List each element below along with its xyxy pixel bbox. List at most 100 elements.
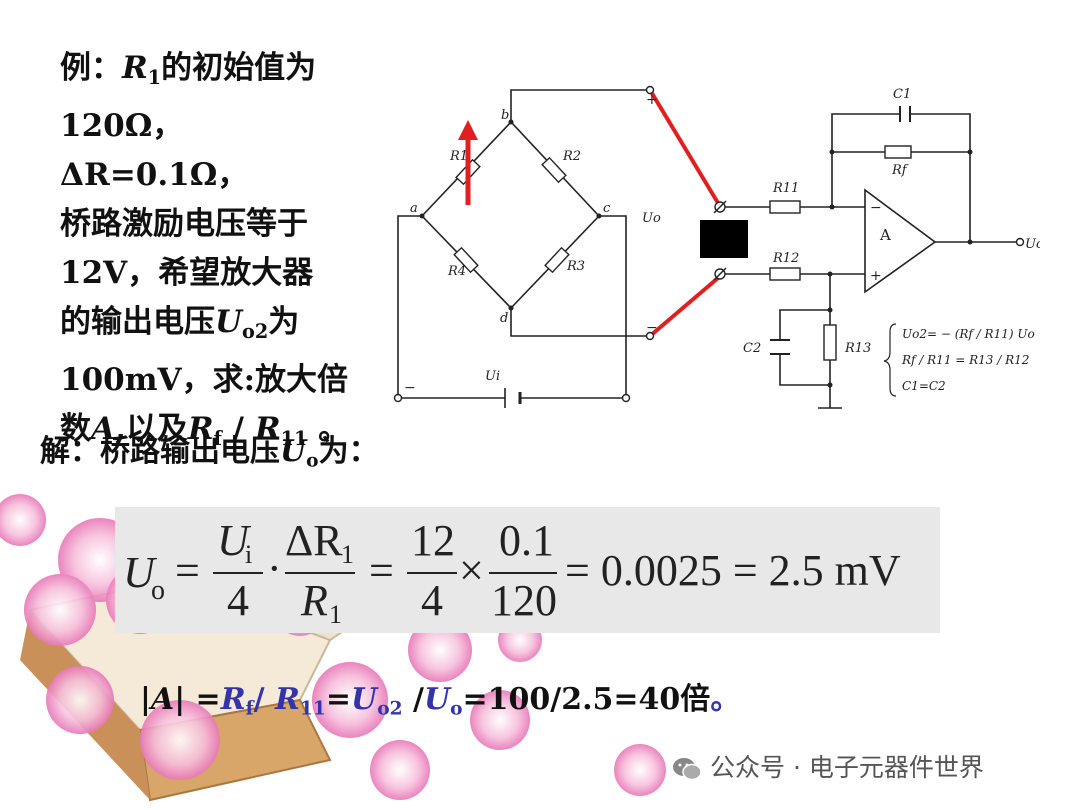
r2-resistor: [541, 156, 567, 184]
bridge-resistors: [453, 145, 912, 361]
gain-rf-sub: f: [245, 698, 254, 720]
uo-subscript: o: [306, 450, 319, 472]
formula-12: 12: [411, 516, 455, 565]
capacitors: [770, 106, 911, 355]
gain-r11-sub: 11: [299, 698, 326, 720]
uo-label: Uo: [642, 211, 661, 226]
r11-label: R11: [772, 181, 799, 196]
formula-ui-sub: i: [245, 540, 252, 569]
formula-lhs: U: [123, 548, 158, 597]
node-c-label: c: [603, 201, 611, 216]
r1-symbol: R: [122, 50, 148, 86]
amp-label: A: [879, 226, 891, 244]
a-symbol: A: [91, 410, 116, 447]
formula-lhs-sub: o: [151, 575, 165, 606]
r4-resistor: [453, 246, 479, 274]
battery-minus: −: [404, 380, 416, 396]
problem-line5-suffix: 为: [268, 303, 300, 340]
problem-line3: 桥路激励电压等于: [60, 205, 308, 242]
problem-line4: 12V，希望放大器: [60, 254, 314, 291]
formula-result: = 0.0025 = 2.5 mV: [565, 546, 901, 595]
equation-2: Rf / R11 = R13 / R12: [901, 353, 1029, 367]
problem-line5: 的输出电压: [60, 303, 215, 340]
equation-1: Uo2= − (Rf / R11) Uo: [902, 327, 1035, 341]
plus-sign: +: [646, 92, 658, 108]
uo2-symbol: U: [215, 303, 243, 340]
r11-resistor: [769, 200, 801, 214]
formula-ui: U: [217, 516, 252, 565]
problem-line2: 120Ω，ΔR=0.1Ω，: [60, 107, 249, 193]
gain-rf: R: [220, 682, 246, 717]
battery-symbol: [504, 388, 522, 408]
formula-dot: ·: [267, 544, 282, 593]
formula-four-2: 4: [421, 576, 443, 625]
gain-slash-2: /: [402, 682, 424, 717]
watermark-footer: 公众号 · 电子元器件世界: [672, 748, 984, 784]
r11-subscript: 11: [280, 426, 308, 450]
opamp-symbol: [864, 188, 937, 294]
circuit-labels: a b c d R1 R2 R3 R4 R11 R12 R13 Rf C1 C2…: [410, 87, 1040, 393]
rf-resistor: [884, 145, 912, 159]
gain-uo2-sub: o2: [377, 698, 403, 720]
problem-prefix: 例：: [60, 50, 122, 86]
red-connection-wires: [648, 88, 720, 338]
wechat-icon: [673, 758, 702, 781]
rf-symbol: R: [187, 410, 214, 447]
formula-four-1: 4: [227, 576, 249, 625]
gain-eq-2: =: [325, 682, 352, 717]
opamp-plus: +: [870, 268, 882, 284]
formula-delta-r-sub: 1: [341, 540, 354, 569]
abs-a: |A|: [140, 682, 186, 717]
gain-result: |A| =Rf/ R11=Uo2 /Uo=100/2.5=40倍。: [140, 674, 740, 720]
node-dots: [419, 119, 973, 388]
node-d-label: d: [500, 311, 508, 326]
node-a-label: a: [410, 201, 418, 216]
formula-box: U o = U i 4 · ΔR 1 R 1 = 12 4 × 0.1 120 …: [115, 507, 940, 633]
r1-label: R1: [449, 149, 468, 164]
problem-line7-mid: ,以及: [115, 410, 188, 447]
formula-times: ×: [459, 546, 484, 595]
uo-symbol: U: [280, 434, 307, 469]
formula-eq-2: =: [369, 546, 394, 595]
formula-120: 120: [491, 576, 557, 625]
bridge-amplifier-circuit: a b c d R1 R2 R3 R4 R11 R12 R13 Rf C1 C2…: [393, 85, 1040, 409]
formula-r1-sub: 1: [329, 600, 342, 629]
solution-suffix: 为：: [318, 434, 379, 469]
rf-label: Rf: [891, 163, 909, 178]
variable-resistor-arrow: [458, 120, 478, 205]
circuit-wires: [397, 89, 1020, 409]
r4-label: R4: [447, 264, 466, 279]
r3-resistor: [544, 246, 570, 274]
r11-symbol: R: [254, 410, 281, 447]
gain-tail: =100/2.5=40倍: [462, 682, 711, 717]
r2-label: R2: [562, 149, 581, 164]
equation-3: C1=C2: [902, 379, 946, 393]
slash: /: [221, 410, 255, 447]
formula-r1: R: [300, 576, 328, 625]
equation-brace: [883, 323, 897, 397]
node-b-label: b: [501, 108, 509, 123]
watermark-text: 公众号 · 电子元器件世界: [710, 753, 984, 782]
bridge-output-formula: U o = U i 4 · ΔR 1 R 1 = 12 4 × 0.1 120 …: [123, 516, 901, 629]
minus-sign: −: [646, 320, 658, 336]
problem-statement: 例：R1的初始值为 120Ω，ΔR=0.1Ω， 桥路激励电压等于 12V，希望放…: [60, 44, 370, 462]
solution-heading: 解：桥路输出电压Uo为：: [40, 426, 379, 472]
rf-subscript: f: [213, 426, 222, 450]
r12-resistor: [769, 267, 801, 281]
gain-uo-sub: o: [450, 698, 463, 720]
gain-eq-1: =: [185, 682, 221, 717]
problem-line1: 的初始值为: [161, 50, 317, 86]
uo2-subscript: o2: [242, 319, 269, 343]
gain-uo: U: [423, 682, 451, 717]
c1-label: C1: [893, 87, 911, 102]
ui-label: Ui: [485, 369, 500, 384]
gain-r11: R: [275, 682, 300, 717]
gain-uo2: U: [351, 682, 378, 717]
r3-label: R3: [566, 259, 585, 274]
formula-eq-1: =: [175, 546, 200, 595]
formula-0-1: 0.1: [499, 516, 554, 565]
r13-resistor: [823, 324, 837, 361]
terminal-slashes: [713, 200, 727, 281]
polarity-labels: A + − + − −: [404, 92, 891, 396]
formula-delta-r: ΔR: [285, 516, 343, 565]
